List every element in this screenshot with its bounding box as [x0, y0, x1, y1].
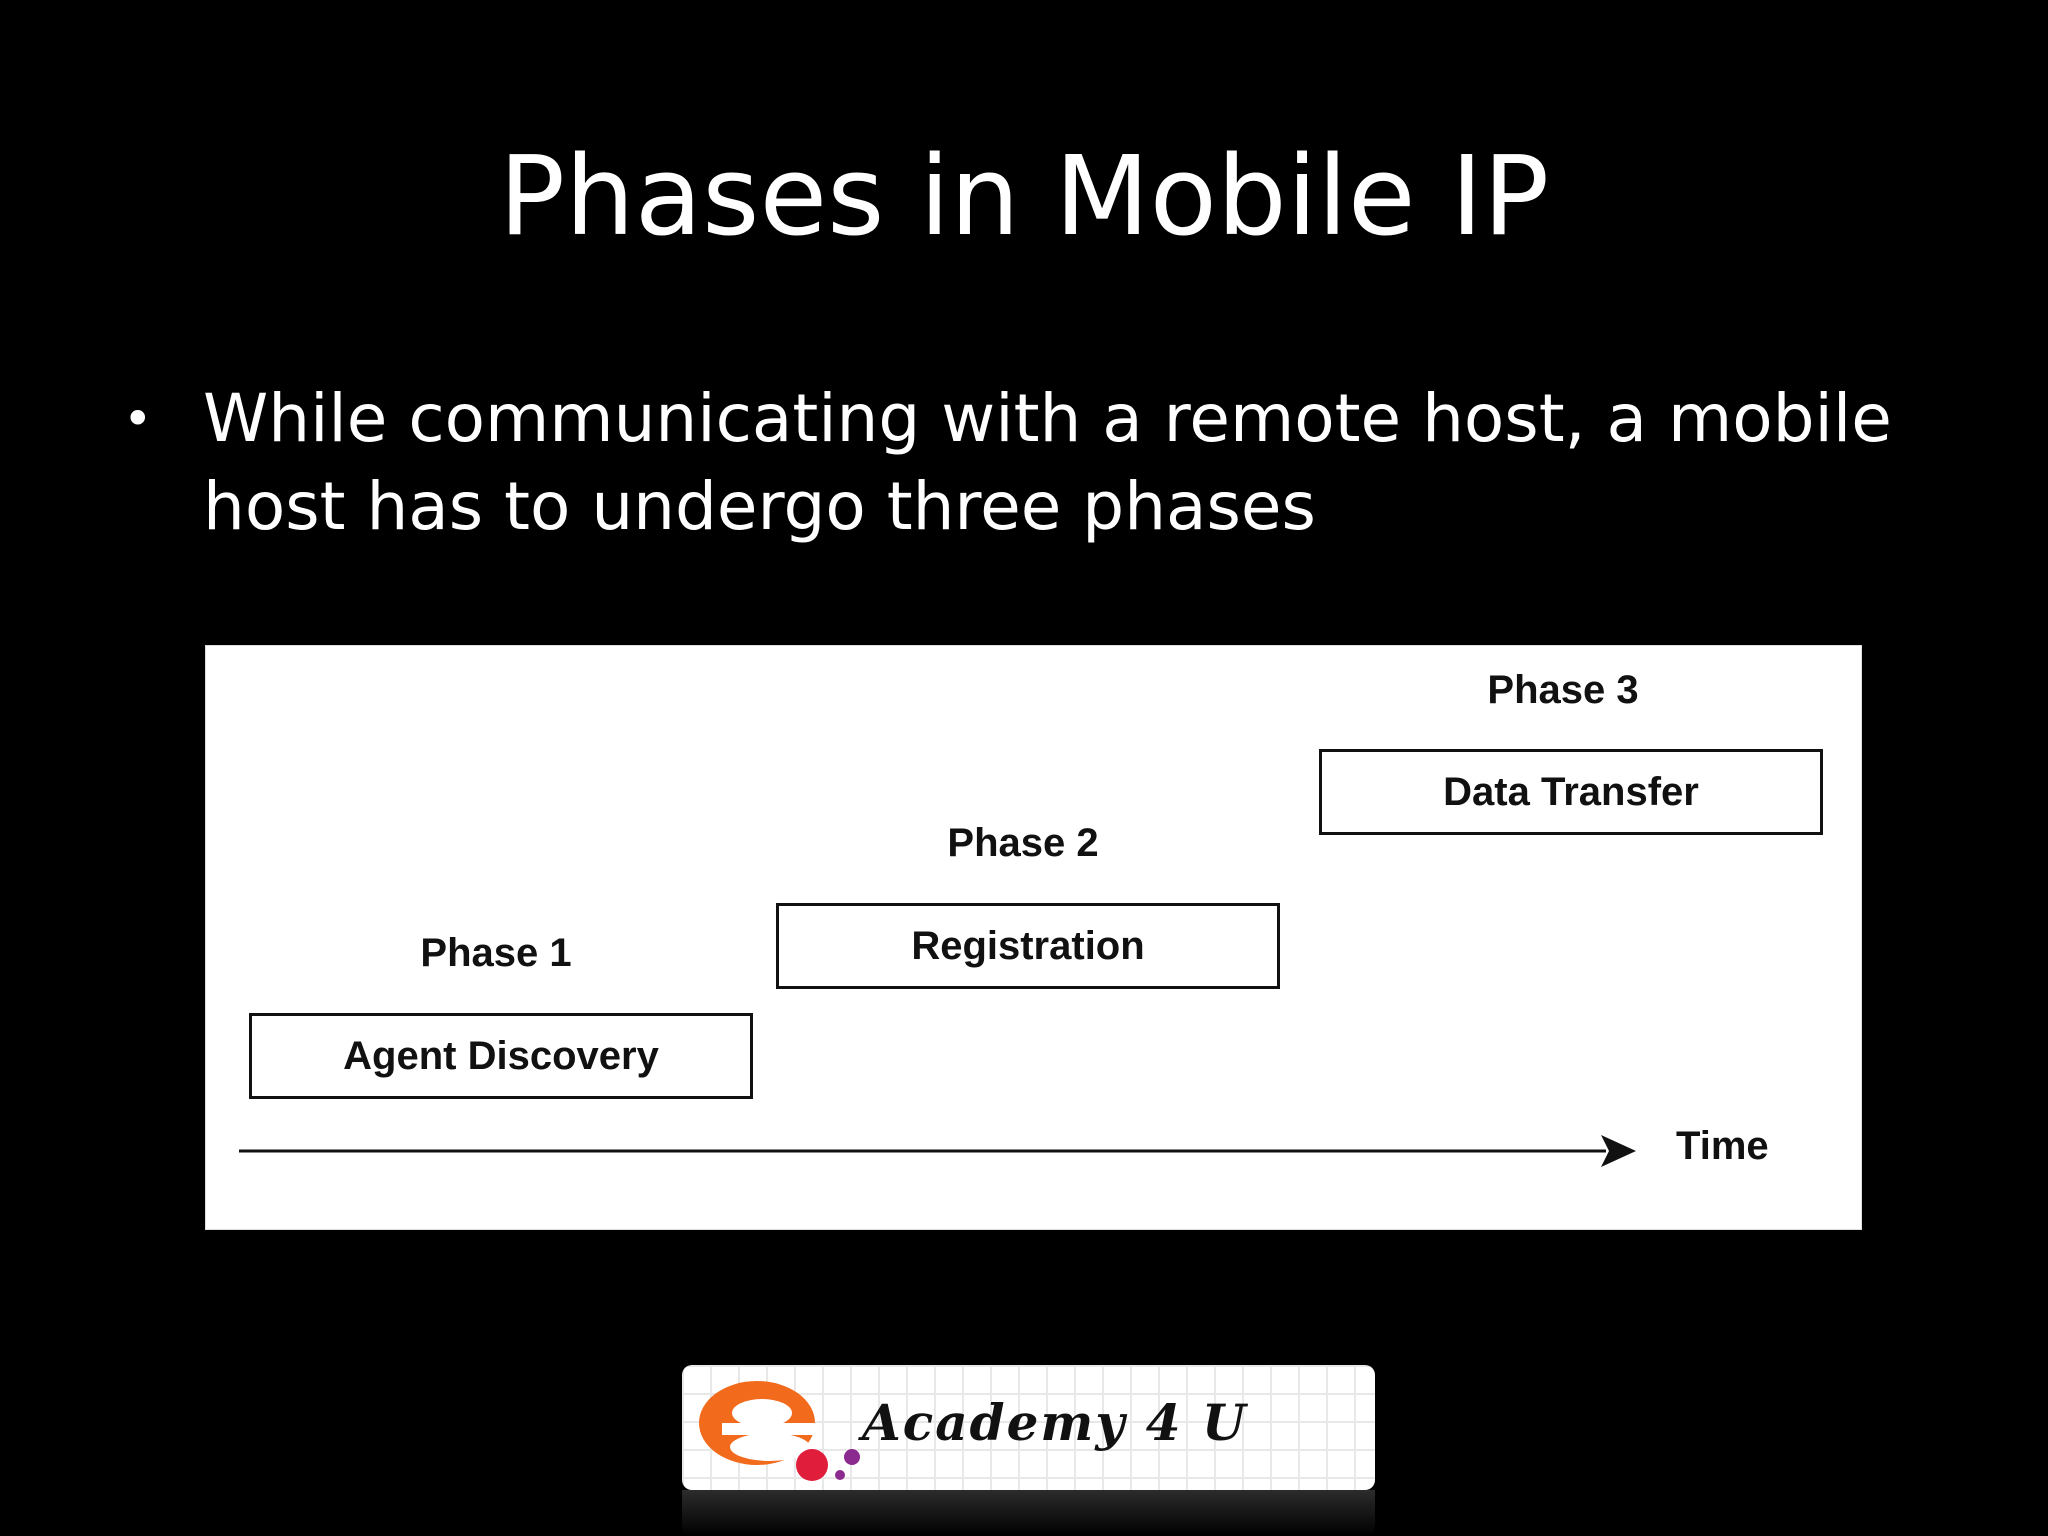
bullet-text: While communicating with a remote host, … — [203, 380, 1892, 545]
bullet-icon: • — [123, 390, 153, 448]
eacademy-logo: Academy 4 U — [682, 1365, 1375, 1490]
phases-diagram: Phase 1 Agent Discovery Phase 2 Registra… — [205, 645, 1862, 1230]
slide-title: Phases in Mobile IP — [498, 132, 1550, 260]
e-letter-icon — [699, 1381, 860, 1481]
phase-3-box: Data Transfer — [1319, 749, 1823, 835]
phase-2-label: Phase 2 — [947, 821, 1099, 865]
logo-reflection — [682, 1490, 1375, 1536]
phase-3-name: Data Transfer — [1443, 769, 1699, 814]
phase-2-box: Registration — [776, 903, 1280, 989]
phase-3-label: Phase 3 — [1487, 668, 1639, 712]
phase-1-name: Agent Discovery — [343, 1033, 659, 1078]
bullet-point: • While communicating with a remote host… — [120, 375, 1960, 551]
time-axis-arrow — [239, 1135, 1636, 1167]
logo-text: Academy 4 U — [862, 1393, 1248, 1452]
phase-2-name: Registration — [911, 923, 1145, 968]
time-axis-label: Time — [1676, 1124, 1769, 1168]
phase-1-label: Phase 1 — [420, 931, 572, 975]
phase-1-box: Agent Discovery — [249, 1013, 753, 1099]
